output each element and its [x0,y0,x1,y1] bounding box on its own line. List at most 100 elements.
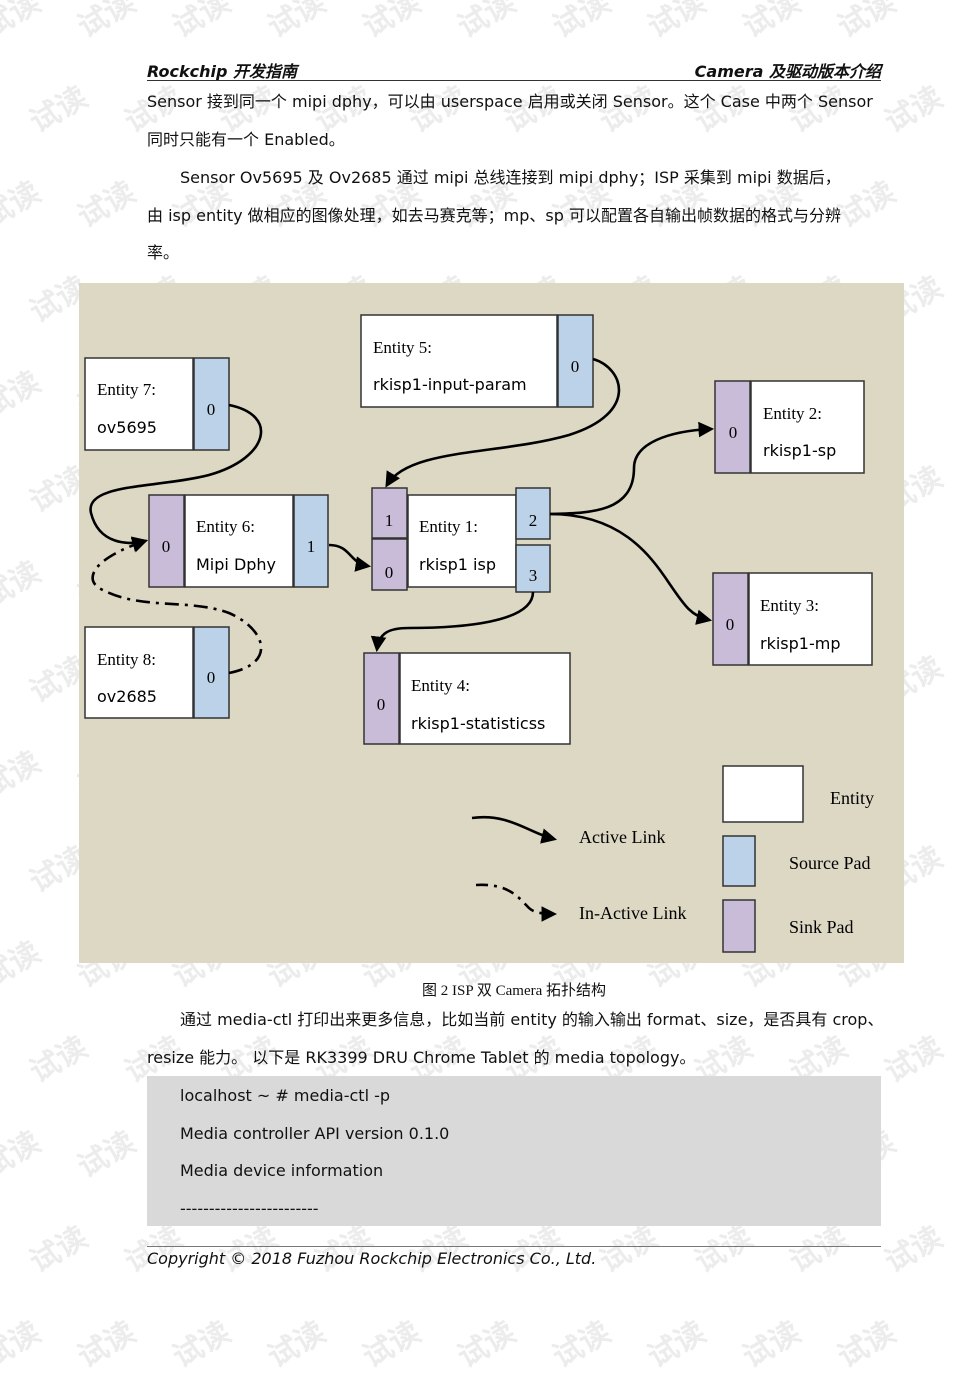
link-e6-to-e1 [328,543,372,572]
watermark-text: 试读 [0,1124,47,1186]
watermark-text: 试读 [832,0,902,46]
code-line-1: localhost ~ # media-ctl -p [180,1086,391,1105]
watermark-text: 试读 [167,1314,237,1376]
legend: Active Link In-Active Link Entity Source… [471,765,874,953]
watermark-text: 试读 [0,0,47,46]
entity-1-sink-pad-0 [371,538,408,591]
entity-1-pad-2: 2 [529,511,538,530]
header-left-title: Rockchip 开发指南 [147,62,298,81]
entity-5-source-pad [557,314,594,408]
entity-6-pad-0: 0 [162,537,171,556]
link-e1-to-e3 [549,512,713,625]
entity-7-name: ov5695 [97,418,157,437]
entity-2: 0 Entity 2: rkisp1-sp [714,380,865,474]
code-line-2: Media controller API version 0.1.0 [180,1124,450,1143]
entity-1: 1 0 Entity 1: rkisp1 isp 2 3 [371,487,551,593]
inactive-link-e8-to-e6 [91,537,263,675]
code-line-3: Media device information [180,1161,384,1180]
watermark-text: 试读 [452,0,522,46]
entity-8: Entity 8: ov2685 0 [84,626,230,719]
paragraph2-line3: 率。 [147,243,180,262]
legend-source-pad-label: Source Pad [789,853,870,873]
entity-6: 0 Entity 6: Mipi Dphy 1 [148,494,329,588]
watermark-text: 试读 [0,364,47,426]
link-e5-to-e1 [385,357,621,488]
entity-6-title: Entity 6: [196,517,255,536]
footer-copyright: Copyright © 2018 Fuzhou Rockchip Electro… [147,1249,597,1268]
legend-sink-pad-swatch [722,899,756,953]
watermark-text: 试读 [167,0,237,46]
entity-4-sink-pad [363,652,400,745]
entity-2-sink-pad [714,380,751,474]
entity-8-pad-0: 0 [207,668,216,687]
watermark-text: 试读 [0,174,47,236]
entity-6-source-pad [293,494,329,588]
entity-5-name: rkisp1-input-param [373,375,527,394]
entity-1-name: rkisp1 isp [419,555,496,574]
entity-6-sink-pad [148,494,185,588]
entity-2-title: Entity 2: [763,404,822,423]
watermark-text: 试读 [452,1314,522,1376]
header-right-title: Camera 及驱动版本介绍 [694,62,881,81]
watermark-text: 试读 [24,79,94,141]
watermark-text: 试读 [737,0,807,46]
entity-1-source-pad-3 [515,544,551,593]
link-e7-to-e6 [89,403,263,552]
watermark-text: 试读 [879,1029,949,1091]
legend-entity-swatch [722,765,804,823]
entity-1-source-pad-2 [515,487,551,540]
entity-1-pad-1: 1 [385,511,394,530]
watermark-text: 试读 [642,1314,712,1376]
legend-inactive-link-line [475,883,558,922]
watermark-text: 试读 [357,0,427,46]
isp-topology-diagram: Entity 7: ov5695 0 Entity 5: rkisp1-inpu… [79,283,904,963]
watermark-text: 试读 [879,1219,949,1281]
entity-7-source-pad [193,357,230,451]
legend-inactive-link-label: In-Active Link [579,903,686,923]
code-block [147,1076,881,1226]
watermark-text: 试读 [547,0,617,46]
watermark-text: 试读 [262,0,332,46]
entity-7-title: Entity 7: [97,380,156,399]
entity-1-title: Entity 1: [419,517,478,536]
entity-3-sink-pad [712,572,749,666]
legend-entity-label: Entity [830,788,874,808]
paragraph3-line1: 通过 media-ctl 打印出来更多信息，比如当前 entity 的输入输出 … [180,1010,884,1029]
entity-1-sink-pad-1 [371,487,408,539]
watermark-text: 试读 [357,1314,427,1376]
watermark-text: 试读 [72,174,142,236]
entity-8-title: Entity 8: [97,650,156,669]
entity-4: 0 Entity 4: rkisp1-statisticss [363,652,571,745]
entity-4-pad-0: 0 [377,695,386,714]
link-e1-to-e2 [549,421,715,516]
legend-source-pad-swatch [722,835,756,887]
legend-sink-pad-label: Sink Pad [789,917,854,937]
watermark-text: 试读 [262,1314,332,1376]
figure-caption: 图 2 ISP 双 Camera 拓扑结构 [421,983,606,999]
footer-rule [147,1246,881,1247]
entity-3-pad-0: 0 [726,615,735,634]
entity-3-name: rkisp1-mp [760,634,840,653]
entity-5: Entity 5: rkisp1-input-param 0 [360,314,594,408]
watermark-text: 试读 [72,1124,142,1186]
entity-2-pad-0: 0 [729,423,738,442]
paragraph3-line2: resize 能力。 以下是 RK3399 DRU Chrome Tablet … [147,1048,696,1067]
watermark-text: 试读 [72,0,142,46]
entity-3-title: Entity 3: [760,596,819,615]
link-e1-to-e4 [370,591,535,653]
entity-6-pad-1: 1 [307,537,316,556]
watermark-text: 试读 [24,1029,94,1091]
entity-4-name: rkisp1-statisticss [411,714,545,733]
paragraph1-line2: 同时只能有一个 Enabled。 [147,130,345,149]
entity-5-title: Entity 5: [373,338,432,357]
legend-active-link-line [471,815,558,844]
header-rule [147,80,881,81]
entity-6-name: Mipi Dphy [196,555,276,574]
paragraph1-line1: Sensor 接到同一个 mipi dphy，可以由 userspace 启用或… [147,92,873,111]
watermark-text: 试读 [642,0,712,46]
watermark-text: 试读 [879,79,949,141]
watermark-text: 试读 [0,744,47,806]
entity-5-pad-0: 0 [571,357,580,376]
code-line-4: ------------------------ [180,1199,319,1218]
entity-1-pad-0: 0 [385,563,394,582]
